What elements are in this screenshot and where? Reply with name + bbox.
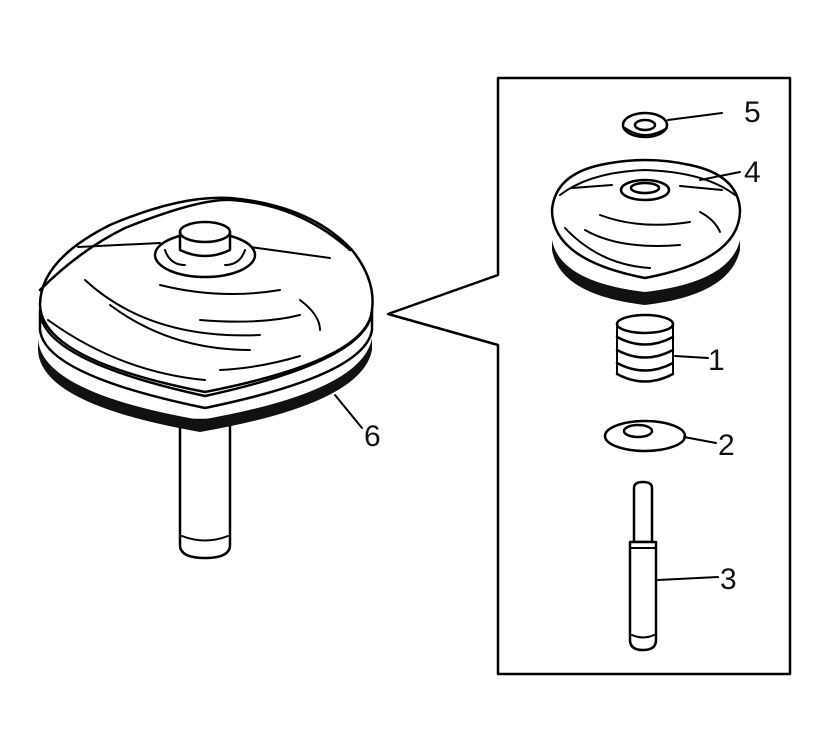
callout-label-4: 4 [744,156,761,189]
leader-line-1 [674,355,709,359]
part-stem-rod [628,480,719,652]
assembled-piston [38,196,374,560]
leader-line-4 [699,171,741,181]
assembled-seal-ring [38,338,372,432]
callout-label-2: 2 [718,429,735,462]
leader-line-5 [667,112,723,121]
callout-label-5: 5 [744,96,761,129]
detail-callout-frame [386,76,792,676]
assembled-center-boss [153,220,257,279]
part-coil-spring [615,313,709,383]
assembled-stem [178,418,232,560]
callout-label-3: 3 [720,563,737,596]
assembled-piston-dome [38,196,374,394]
callout-label-6: 6 [364,420,381,453]
part-washer [603,419,717,453]
leader-line-2 [683,436,717,444]
leader-line-3 [657,576,719,581]
part-retaining-clip [621,111,723,139]
part-piston-cap [550,158,742,305]
leader-line-6 [334,394,363,429]
callout-label-1: 1 [708,344,725,377]
